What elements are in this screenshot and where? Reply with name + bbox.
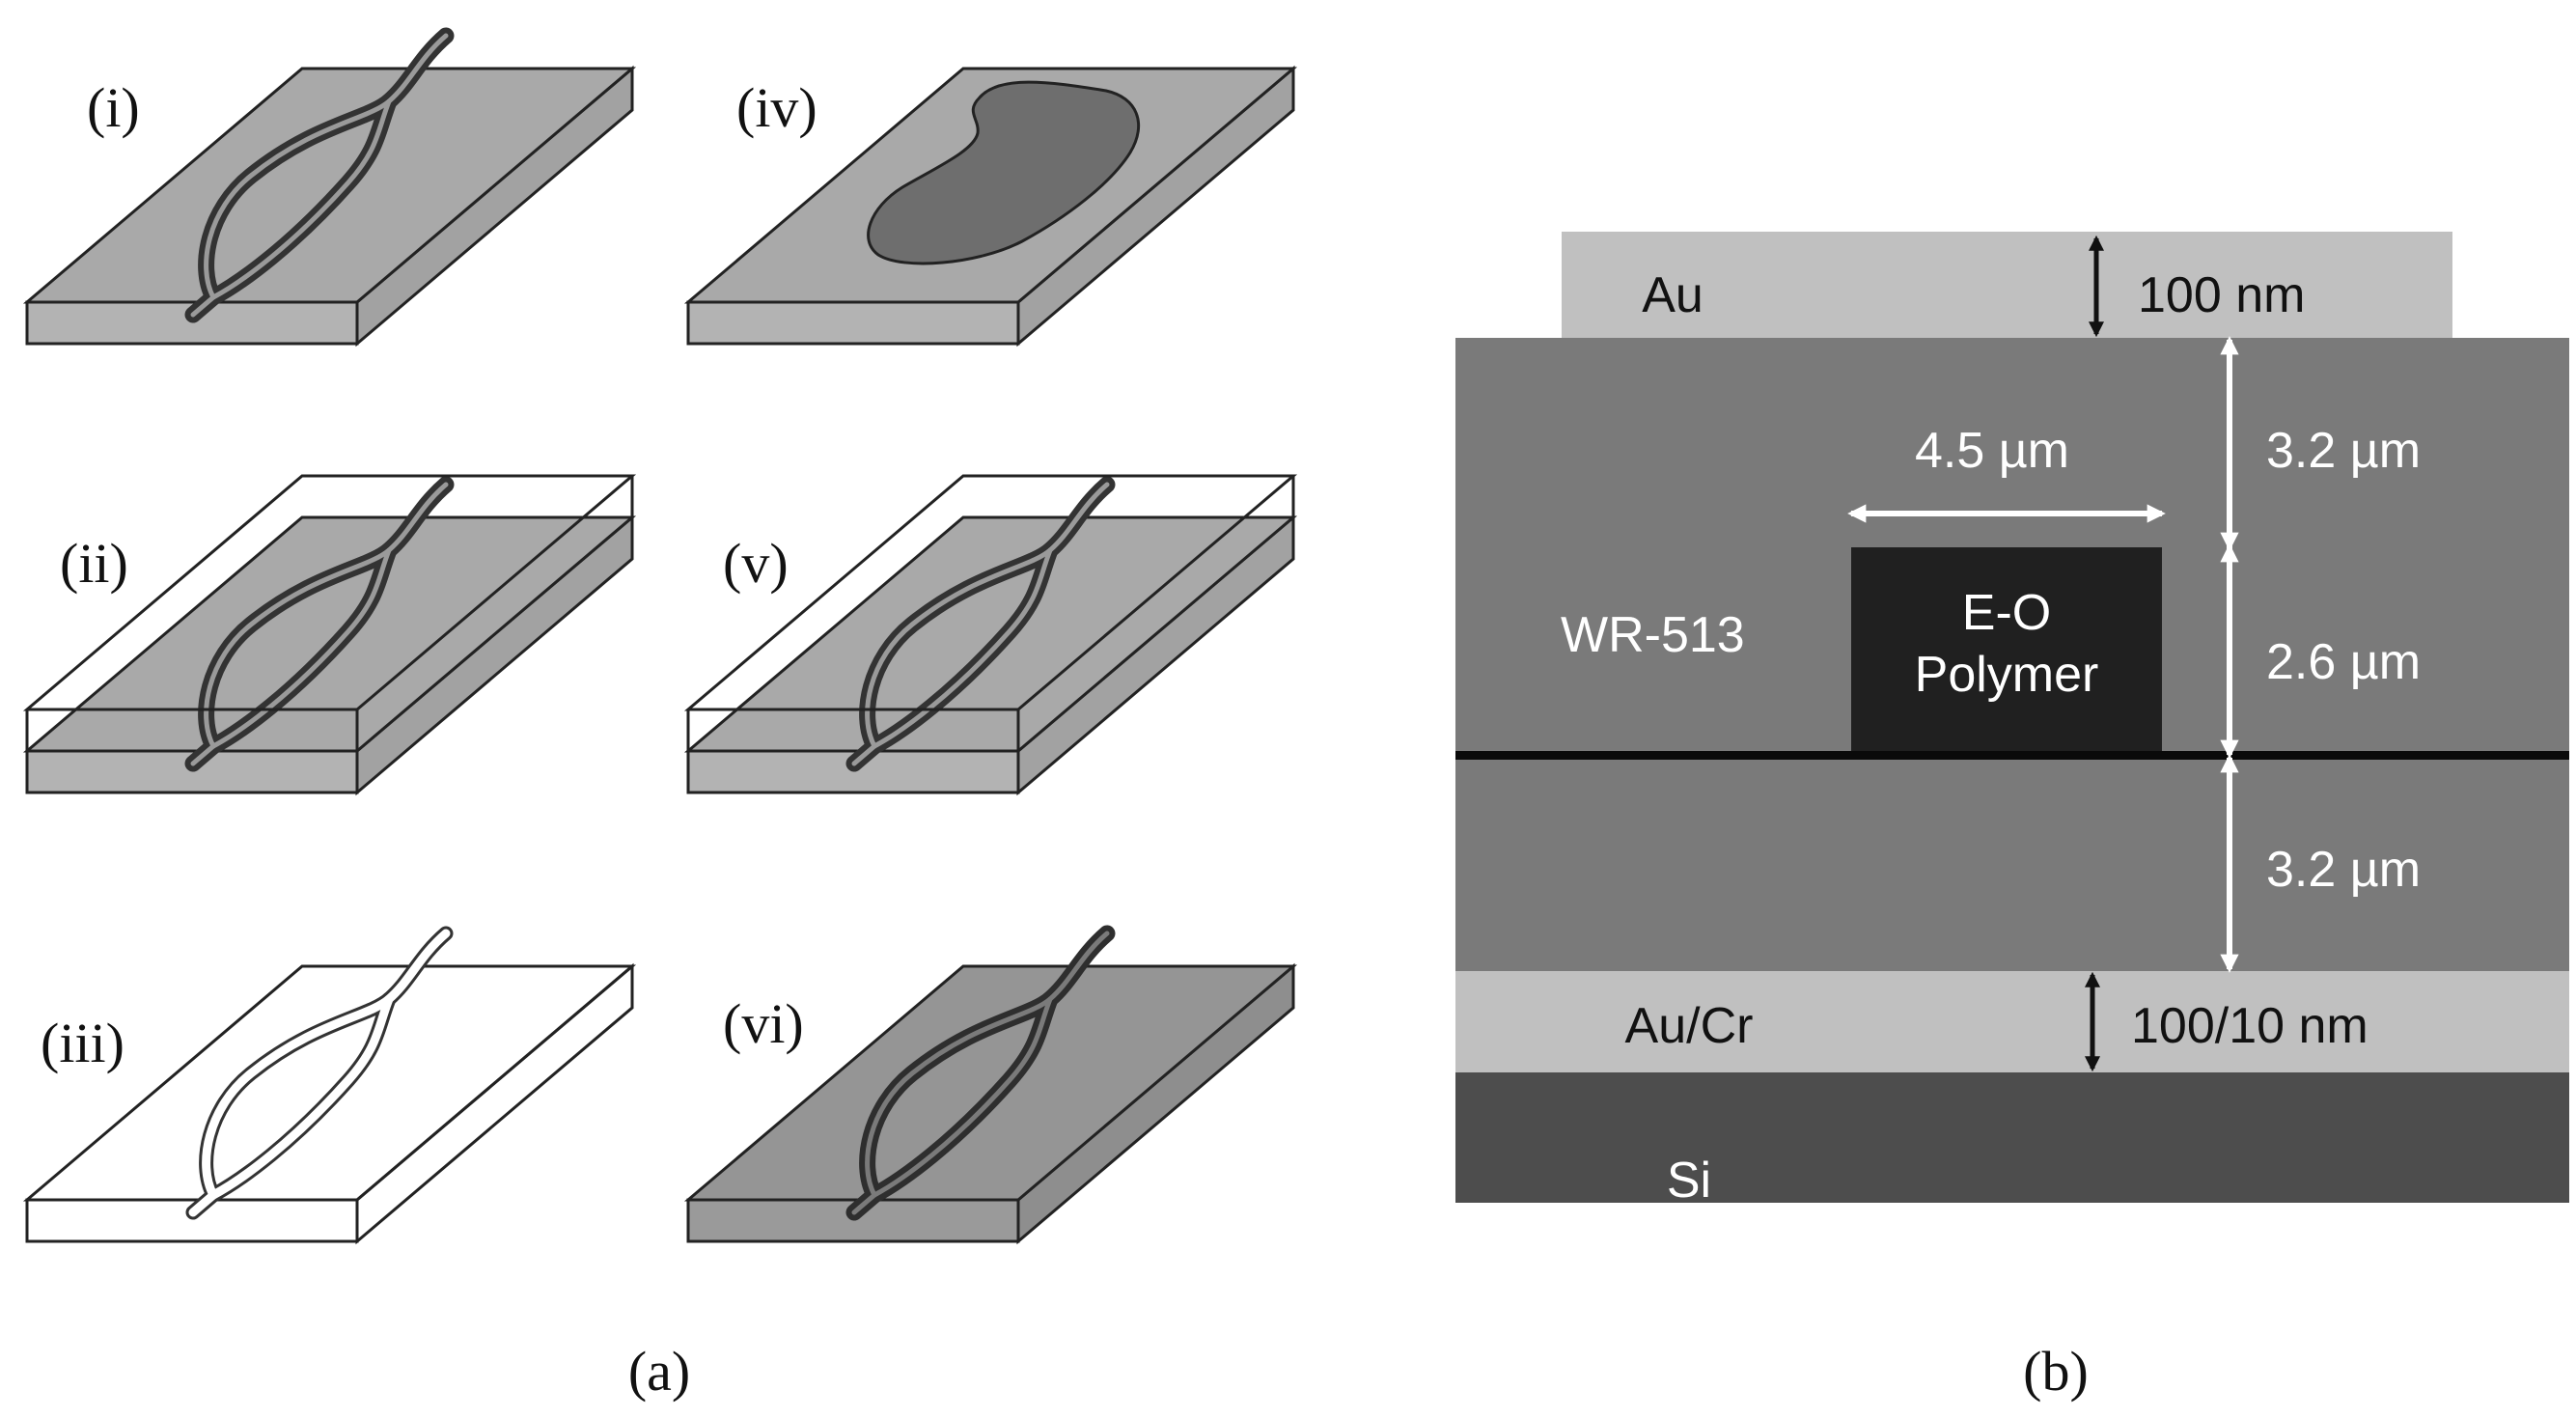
label-eo-line2: Polymer bbox=[1915, 647, 2099, 703]
label-core-thickness: 2.6 µm bbox=[2266, 634, 2421, 690]
step-i-label: (i) bbox=[87, 76, 140, 139]
label-100-10nm: 100/10 nm bbox=[2131, 998, 2368, 1054]
step-ii-cladding-box bbox=[22, 474, 637, 751]
step-iii-trench bbox=[185, 926, 454, 1220]
label-au-cr: Au/Cr bbox=[1625, 998, 1754, 1054]
step-vi-device: (vi) bbox=[683, 925, 1298, 1245]
panel-a-caption: (a) bbox=[628, 1340, 690, 1403]
bottom-au-cr-electrode bbox=[1455, 971, 2569, 1072]
step-vi-mzi-waveguide bbox=[845, 925, 1116, 1221]
step-i-mzi-waveguide bbox=[184, 27, 455, 323]
step-ii-mzi-waveguide bbox=[184, 476, 455, 772]
label-100nm: 100 nm bbox=[2138, 267, 2305, 323]
step-v-device: (v) bbox=[683, 474, 1298, 796]
label-wr513: WR-513 bbox=[1561, 607, 1745, 663]
step-v-label: (v) bbox=[723, 532, 789, 595]
step-v-mzi-waveguide bbox=[845, 476, 1116, 772]
label-upper-cladding-thickness: 3.2 µm bbox=[2266, 423, 2421, 479]
step-iv-substrate-front bbox=[686, 300, 1020, 346]
label-si: Si bbox=[1667, 1153, 1711, 1209]
panel-b-caption: (b) bbox=[2023, 1340, 2089, 1403]
step-iii-device: (iii) bbox=[22, 926, 637, 1245]
panel-b: Au 100 nm 4.5 µm 3.2 µm WR-513 E-O Polym… bbox=[1455, 232, 2569, 1403]
step-ii-device: (ii) bbox=[22, 474, 637, 796]
label-eo-line1: E-O bbox=[1962, 585, 2051, 641]
panel-a: (i) (ii) bbox=[22, 27, 1298, 1403]
step-iii-cladding-box bbox=[22, 962, 637, 1245]
eo-polymer-core bbox=[1851, 547, 2162, 752]
step-v-cladding-box bbox=[683, 474, 1298, 751]
step-vi-label: (vi) bbox=[723, 992, 804, 1055]
top-au-electrode bbox=[1562, 232, 2452, 338]
label-lower-cladding-thickness: 3.2 µm bbox=[2266, 842, 2421, 898]
lower-cladding-layer bbox=[1455, 757, 2569, 971]
step-i-substrate-top bbox=[22, 67, 637, 304]
step-iii-label: (iii) bbox=[41, 1012, 125, 1074]
label-core-width: 4.5 µm bbox=[1915, 423, 2069, 479]
step-i-device: (i) bbox=[22, 27, 637, 348]
label-au: Au bbox=[1642, 267, 1703, 323]
layer-interface-line bbox=[1455, 751, 2569, 760]
step-ii-label: (ii) bbox=[60, 532, 128, 595]
step-vi-substrate-top bbox=[683, 964, 1298, 1202]
si-substrate bbox=[1455, 1072, 2569, 1203]
step-iv-polymer-blob bbox=[867, 80, 1141, 265]
step-iv-device: (iv) bbox=[683, 65, 1298, 348]
step-iv-label: (iv) bbox=[736, 76, 817, 139]
